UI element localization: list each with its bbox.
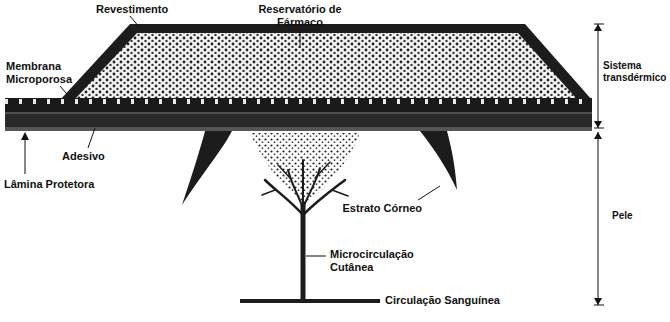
microporous-membrane (5, 98, 592, 112)
protective-liner (5, 127, 592, 131)
part-label: Lâmina Protetora (4, 178, 114, 191)
part-label: Estrato Córneo (330, 202, 422, 215)
drug-diffusion (250, 133, 360, 205)
part-label: Membrana Microporosa (6, 60, 86, 85)
part-label: Adesivo (62, 150, 132, 163)
drug-reservoir (76, 33, 576, 98)
stratum-corneum (420, 131, 457, 190)
backing-layer (60, 24, 592, 100)
adhesive-layer (5, 112, 592, 127)
stratum-corneum (182, 131, 232, 205)
part-label: Revestimento (96, 3, 206, 16)
cutaneous-microcirculation (262, 160, 348, 300)
blood-vessel (240, 299, 380, 303)
dimension-bracket (594, 24, 604, 305)
part-label: Circulação Sanguínea (385, 294, 535, 307)
leader-line (21, 16, 440, 256)
part-label: Sistema transdérmico (603, 60, 667, 83)
part-label: Pele (612, 210, 662, 222)
part-label: Microcirculação Cutânea (330, 248, 430, 273)
part-label: Reservatório de Fármaco (250, 3, 350, 28)
